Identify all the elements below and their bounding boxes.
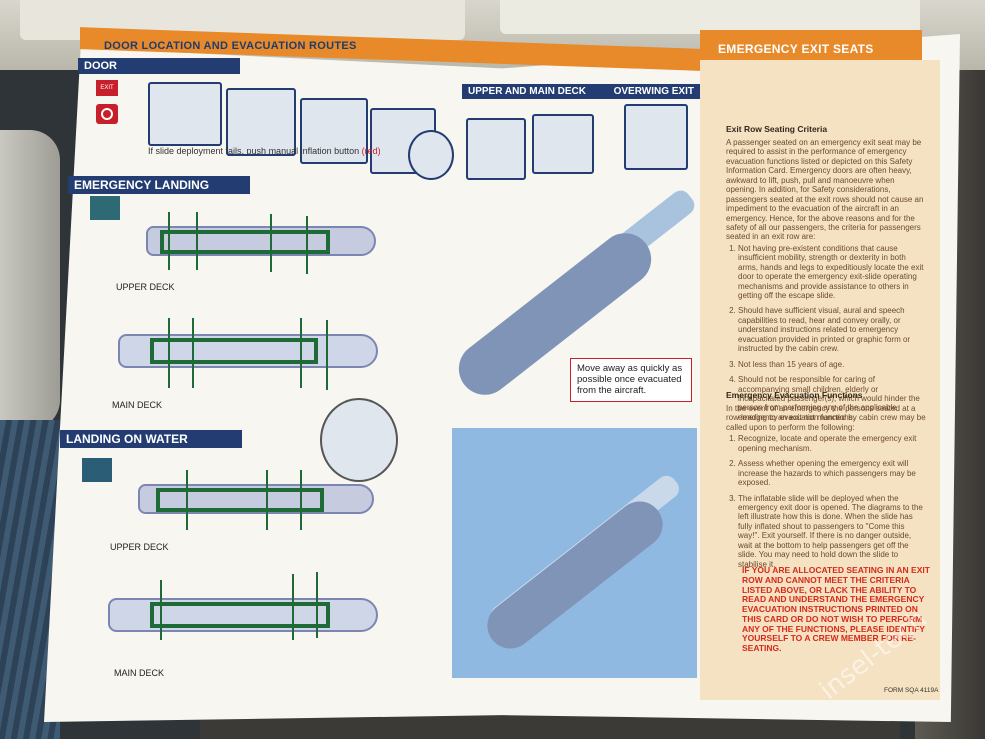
door-step-1-illustration [148,82,222,146]
functions-heading: Emergency Evacuation Functions [726,390,863,400]
criteria-intro: A passenger seated on an emergency exit … [726,138,924,242]
plane-water-icon [82,458,112,482]
upper-deck-water-label: UPPER DECK [110,542,169,552]
exit-arrow [300,470,302,530]
functions-intro: In the event of an emergency the persons… [726,404,926,432]
exit-seats-panel [700,60,940,700]
upper-deck-label: UPPER DECK [116,282,175,292]
main-deck-label: MAIN DECK [112,400,163,410]
slide-note: If slide deployment fails, push manual i… [148,146,381,156]
criteria-list: Not having pre-existent conditions that … [726,244,926,422]
move-away-callout: Move away as quickly as possible once ev… [570,358,692,402]
exit-sign-icon: EXIT [96,80,118,96]
emergency-landing-heading: EMERGENCY LANDING [68,176,250,194]
landing-on-water-heading: LANDING ON WATER [60,430,242,448]
criteria-heading: Exit Row Seating Criteria [726,124,828,134]
main-deck-water-route [150,602,330,628]
exit-arrow [270,214,272,272]
criteria-item: Not less than 15 years of age. [738,360,926,369]
function-item: The inflatable slide will be deployed wh… [738,494,926,570]
exit-seats-title: EMERGENCY EXIT SEATS [718,42,874,56]
raft-detail-illustration [320,398,398,482]
criteria-item: Should have sufficient visual, aural and… [738,306,926,353]
exit-arrow [192,318,194,388]
exit-arrow [292,574,294,640]
door-heading: DOOR [78,58,240,74]
door-step-2-illustration [226,88,296,156]
deck-heading-bar: UPPER AND MAIN DECK OVERWING EXIT [462,84,700,99]
functions-list: Recognize, locate and operate the emerge… [726,434,926,569]
overwing-step-3-illustration [624,104,688,170]
overwing-step-2-illustration [532,114,594,174]
upper-main-deck-heading: UPPER AND MAIN DECK [468,86,586,97]
tray-table-right [500,0,920,34]
main-deck-water-label: MAIN DECK [114,668,165,678]
plane-landing-icon [90,196,120,220]
inflation-button-detail [408,130,454,180]
criteria-item: Not having pre-existent conditions that … [738,244,926,301]
exit-arrow [266,470,268,530]
function-item: Recognize, locate and operate the emerge… [738,434,926,453]
life-ring-icon [96,104,118,124]
exit-arrow [186,470,188,530]
card-title: DOOR LOCATION AND EVACUATION ROUTES [104,40,357,52]
exit-arrow [196,212,198,270]
upper-deck-water-route [156,488,324,512]
overwing-step-1-illustration [466,118,526,180]
slide-note-red: (red) [361,146,381,156]
door-step-3-illustration [300,98,368,164]
exit-arrow [300,318,302,388]
exit-arrow [316,572,318,638]
criteria-section: Exit Row Seating Criteria A passenger se… [726,124,926,428]
criteria-item: Should not be responsible for caring of … [738,375,926,422]
function-item: Assess whether opening the emergency exi… [738,459,926,487]
exit-arrow [168,212,170,270]
main-deck-route [150,338,318,364]
reseating-warning: IF YOU ARE ALLOCATED SEATING IN AN EXIT … [742,565,930,654]
form-number: FORM SQA 4119A [884,687,939,694]
functions-section: Emergency Evacuation Functions In the ev… [726,390,926,575]
exit-arrow [326,320,328,390]
overwing-exit-heading: OVERWING EXIT [613,86,694,97]
upper-deck-route [160,230,330,254]
exit-arrow [160,580,162,640]
slide-note-text: If slide deployment fails, push manual i… [148,146,360,156]
armrest [0,130,60,430]
exit-arrow [168,318,170,388]
exit-arrow [306,216,308,274]
